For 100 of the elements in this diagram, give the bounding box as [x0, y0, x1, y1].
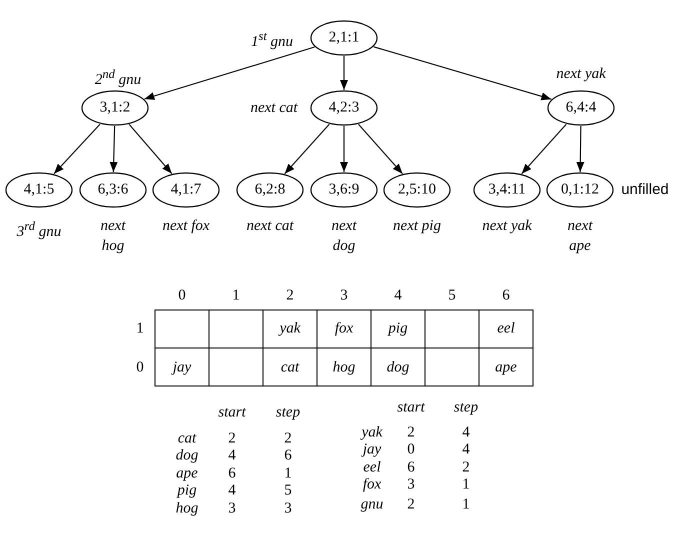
- node-annotation: next cat: [245, 217, 295, 236]
- table-entry: 2: [407, 496, 415, 514]
- table-cell-text: pig: [388, 320, 408, 338]
- table-entry: hog: [176, 500, 198, 518]
- tree-node: [310, 172, 378, 208]
- node-annotation: 1$^{st}$ gnu: [250, 28, 294, 52]
- table-cell-text: ape: [495, 360, 517, 376]
- table-entry: 2: [284, 430, 292, 448]
- tree-node: [81, 90, 149, 126]
- node-label: 4,2:3: [328, 100, 360, 116]
- table-entry: 5: [284, 482, 292, 500]
- table-entry: 6: [407, 460, 415, 476]
- table-cell-text: hog: [332, 360, 356, 376]
- arrow: [110, 126, 118, 172]
- table-entry: eel: [363, 460, 381, 476]
- tree-node: [383, 172, 451, 208]
- table-cell-text: fox: [334, 320, 354, 338]
- table-entry: 1: [284, 466, 292, 482]
- table-entry: pig: [177, 482, 197, 500]
- table-entry: start: [397, 400, 425, 416]
- table-cell-text: dog: [386, 360, 410, 376]
- table-entry: 1: [462, 476, 470, 494]
- table-cell-text: 3: [340, 288, 348, 304]
- node-label: 3,4:11: [488, 182, 526, 198]
- table-cell-text: 2: [286, 288, 294, 304]
- table-entry: gnu: [360, 496, 384, 514]
- table-entry: 0: [407, 442, 415, 458]
- tree-node: [79, 172, 147, 208]
- node-label: 3,1:2: [100, 100, 130, 116]
- table-entry: 3: [284, 500, 292, 518]
- table-entry: start: [218, 404, 246, 422]
- table-entry: fox: [362, 476, 382, 494]
- arrow: [128, 124, 172, 174]
- node-annotation: next yak: [482, 217, 532, 236]
- table-entry: 4: [462, 424, 470, 442]
- node-label: 4,1:5: [24, 182, 54, 198]
- tree-node: [547, 90, 615, 126]
- node-annotation: next hog: [100, 217, 127, 256]
- table-entry: 4: [462, 442, 470, 458]
- table-entry: 4: [228, 448, 236, 464]
- node-annotation: next fox: [161, 217, 211, 236]
- tree-node: [5, 172, 73, 208]
- arrow: [340, 56, 348, 90]
- table-entry: ape: [176, 466, 198, 482]
- table-cell-text: jay: [172, 360, 192, 376]
- node-label: 2,1:1: [328, 30, 360, 46]
- table-cell-text: cat: [280, 360, 300, 376]
- table-entry: step: [454, 400, 478, 416]
- table-cell-text: yak: [280, 320, 300, 338]
- table-cell-text: 1: [232, 288, 240, 304]
- table-entry: 6: [228, 466, 236, 482]
- node-annotation: next pig: [392, 217, 442, 236]
- node-annotation: next ape: [566, 217, 594, 256]
- tree-node: [236, 172, 304, 208]
- tree-node: [546, 172, 614, 208]
- node-annotation: next dog: [330, 217, 358, 256]
- node-label: 6,4:4: [566, 100, 596, 116]
- table-entry: 1: [462, 496, 470, 514]
- node-label: 3,6:9: [328, 182, 360, 198]
- table-entry: 2: [462, 460, 470, 476]
- tree-node: [152, 172, 220, 208]
- table-cell-text: 0: [136, 360, 144, 376]
- arrow: [374, 46, 552, 100]
- table-entry: 6: [284, 448, 292, 464]
- table-cell-text: 0: [178, 288, 186, 304]
- node-label: 2,5:10: [398, 182, 436, 198]
- table-entry: 4: [228, 482, 236, 500]
- node-annotation: 3$^{rd}$ gnu: [16, 218, 62, 242]
- table-entry: step: [276, 404, 300, 422]
- arrow: [340, 126, 348, 172]
- table-entry: dog: [176, 448, 198, 464]
- table-entry: 3: [407, 476, 415, 494]
- node-label: 6,2:8: [254, 182, 286, 198]
- tree-node: [310, 20, 378, 56]
- node-label: 6,3:6: [98, 182, 128, 198]
- table-entry: yak: [362, 424, 382, 442]
- arrow: [358, 124, 403, 174]
- table-cell-text: 6: [502, 288, 510, 304]
- table-cell-text: 5: [448, 288, 456, 304]
- table-entry: cat: [178, 430, 196, 448]
- node-annotation: next cat: [249, 99, 299, 118]
- arrow: [576, 126, 584, 172]
- table-entry: 2: [407, 424, 415, 442]
- arrow: [521, 124, 567, 174]
- table-cell-text: 4: [394, 288, 402, 304]
- arrow: [54, 124, 100, 174]
- tree-node: [473, 172, 541, 208]
- table-cell-text: eel: [497, 320, 515, 338]
- node-annotation: 2$^{nd}$ gnu: [94, 66, 142, 90]
- arrow: [144, 46, 315, 100]
- table-entry: 2: [228, 430, 236, 448]
- node-annotation: unfilled: [620, 180, 670, 200]
- arrow: [284, 124, 330, 174]
- table-entry: jay: [362, 442, 382, 458]
- tree-node: [310, 90, 378, 126]
- node-label: 4,1:7: [170, 182, 202, 198]
- table-entry: 3: [228, 500, 236, 518]
- table-cell-text: 1: [136, 320, 144, 338]
- node-annotation: next yak: [555, 65, 607, 84]
- node-label: 0,1:12: [561, 182, 599, 198]
